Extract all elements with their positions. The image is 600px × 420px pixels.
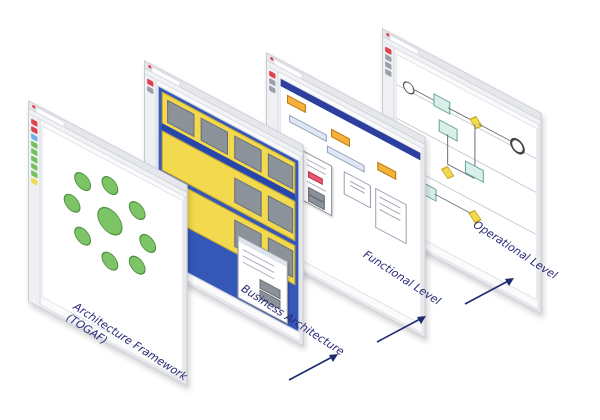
function-block xyxy=(377,161,397,181)
adm-phase xyxy=(74,168,91,195)
function-block xyxy=(331,128,350,148)
vertical-scrollbar[interactable] xyxy=(183,196,187,385)
process-task xyxy=(433,93,451,115)
adm-phase-center xyxy=(97,201,123,241)
adm-phase xyxy=(101,172,119,199)
function-item xyxy=(326,145,365,173)
vertical-scrollbar[interactable] xyxy=(537,124,541,313)
adm-phase xyxy=(74,223,91,249)
function-item xyxy=(289,114,327,143)
adm-phase xyxy=(128,197,146,224)
adm-phase xyxy=(101,248,119,275)
arrow-right-icon xyxy=(376,316,426,343)
vertical-scrollbar[interactable] xyxy=(421,148,425,337)
adm-phase xyxy=(139,230,157,257)
gateway xyxy=(469,115,483,130)
arrow-right-icon xyxy=(464,278,514,305)
adm-phase xyxy=(63,190,81,217)
arrow-right-icon xyxy=(288,354,338,381)
gateway xyxy=(440,165,455,180)
adm-phase xyxy=(128,252,146,279)
end-event xyxy=(510,134,525,158)
